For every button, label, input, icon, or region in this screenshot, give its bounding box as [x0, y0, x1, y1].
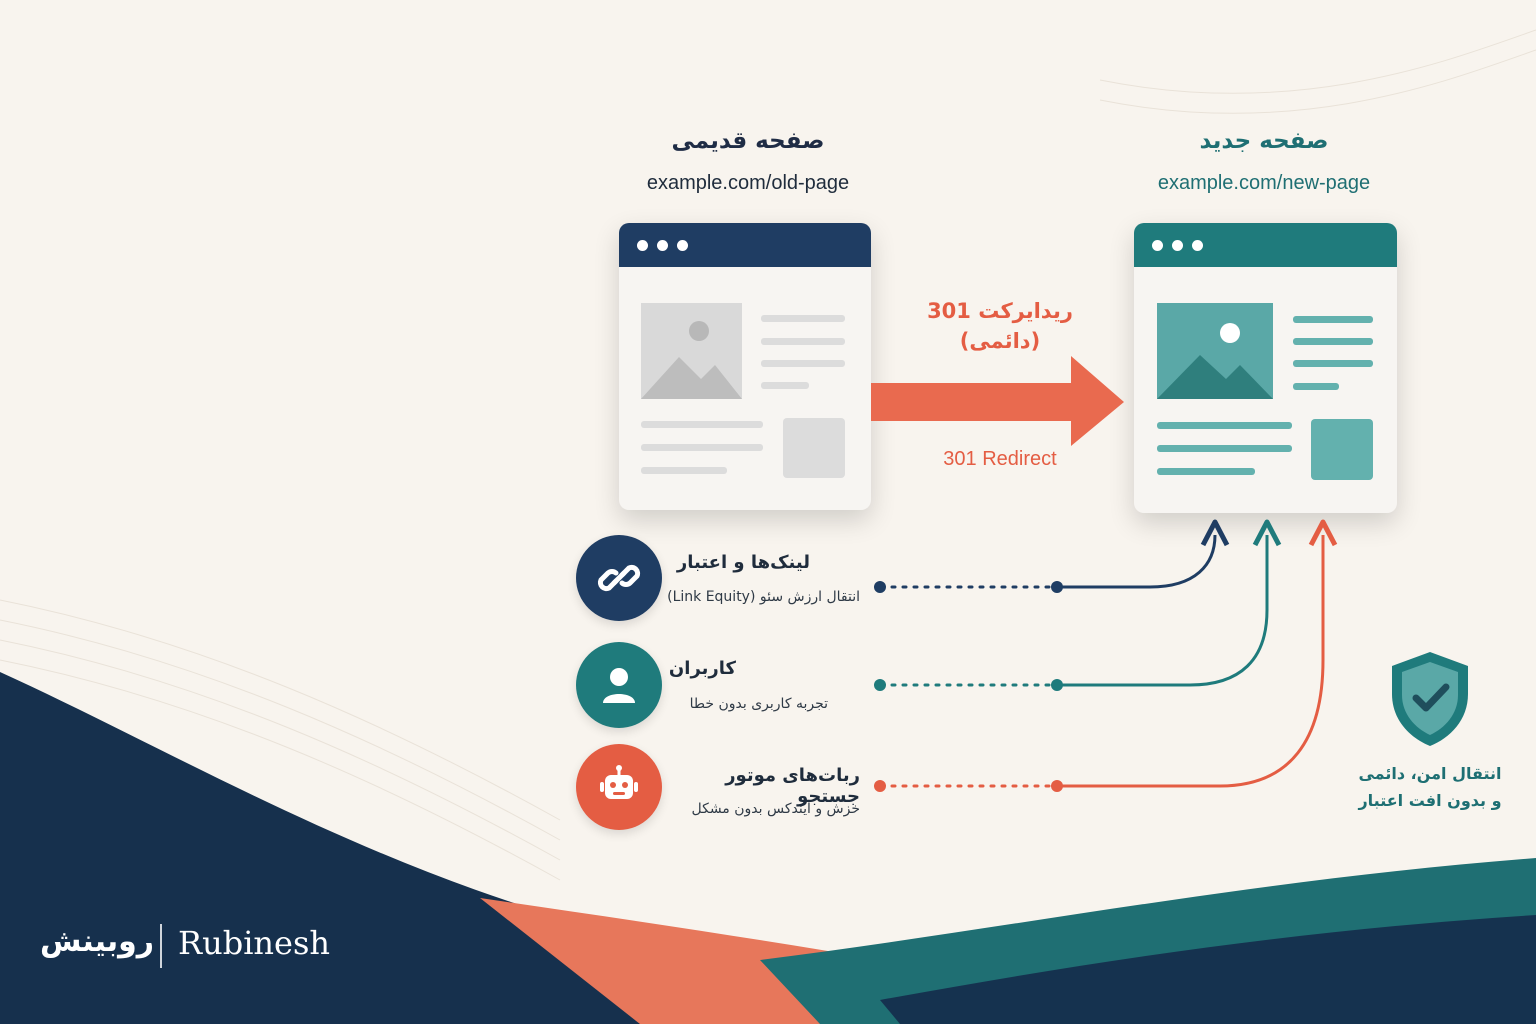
- redirect-label-fa-sub: (دائمی): [959, 329, 1041, 354]
- link-icon: [597, 564, 641, 592]
- flow-title-users: کاربران: [668, 658, 736, 679]
- user-icon: [603, 668, 635, 703]
- brand-en: Rubinesh: [178, 924, 330, 962]
- shield-check-icon: [1392, 652, 1468, 746]
- flow-subtitle-users: تجربه کاربری بدون خطا: [689, 696, 828, 712]
- new-page-content: [1157, 303, 1373, 480]
- old-page-window: [619, 223, 871, 510]
- new-page-title: صفحه جدید: [1199, 128, 1329, 154]
- flow-title-links: لینک‌ها و اعتبار: [676, 552, 810, 573]
- image-placeholder-icon: [641, 357, 742, 399]
- shield-caption-line1: انتقال امن، دائمی: [1358, 764, 1502, 783]
- redirect-label-en: 301 Redirect: [943, 448, 1057, 470]
- brand-fa: روبینش: [40, 924, 155, 959]
- old-page-url: example.com/old-page: [646, 172, 850, 194]
- shield-caption: انتقال امن، دائمی و بدون افت اعتبار: [1345, 760, 1515, 814]
- redirect-label-fa-main: ریدایرکت 301: [927, 299, 1073, 323]
- new-window-titlebar: [1134, 223, 1397, 267]
- flow-subtitle-links: انتقال ارزش سئو (Link Equity): [667, 589, 860, 605]
- window-dot-icon: [677, 239, 688, 251]
- robot-icon: [600, 765, 638, 799]
- window-dot-icon: [637, 239, 648, 251]
- old-page-content: [641, 303, 845, 478]
- shield-caption-line2: و بدون افت اعتبار: [1358, 791, 1502, 811]
- redirect-label-fa: ریدایرکت 301 (دائمی): [900, 296, 1100, 357]
- flow-subtitle-bots: خزش و ایندکس بدون مشکل: [691, 801, 860, 817]
- image-placeholder-icon: [1157, 355, 1273, 399]
- bots-circle: [576, 744, 662, 830]
- window-dot-icon: [1172, 239, 1183, 251]
- new-page-window: [1134, 223, 1397, 513]
- window-dot-icon: [1192, 239, 1203, 251]
- brand-divider: [160, 924, 162, 968]
- old-page-title: صفحه قدیمی: [671, 128, 825, 154]
- users-circle: [576, 642, 662, 728]
- new-page-url: example.com/new-page: [1157, 172, 1371, 194]
- window-dot-icon: [1152, 239, 1163, 251]
- flow-title-bots: ربات‌های موتور جستجو: [725, 765, 860, 807]
- links-circle: [576, 535, 662, 621]
- window-dot-icon: [657, 239, 668, 251]
- old-window-titlebar: [619, 223, 871, 267]
